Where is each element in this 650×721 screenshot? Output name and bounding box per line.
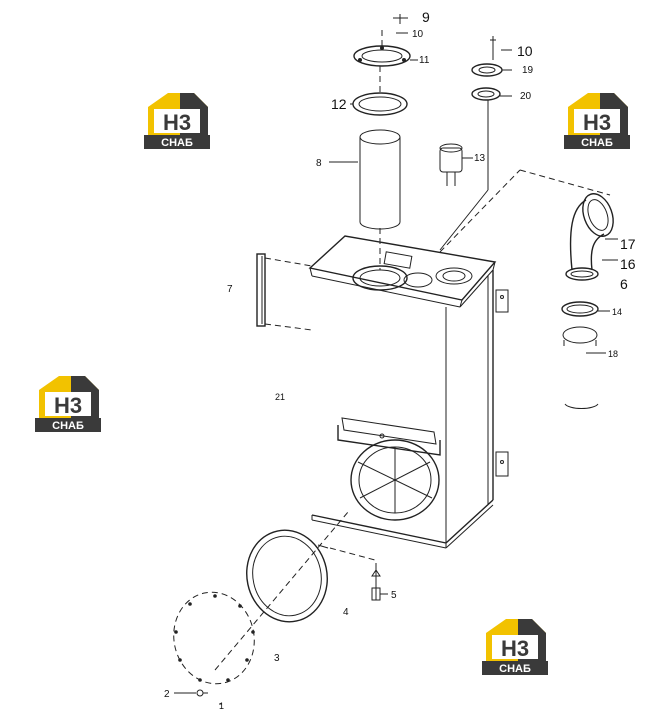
svg-text:СНАБ: СНАБ: [52, 420, 84, 432]
axis-line-right: [439, 169, 521, 253]
callout-8: 8: [316, 158, 322, 169]
callout-13: 13: [474, 153, 486, 164]
callout-11: 11: [419, 55, 430, 66]
front-access-port: [337, 417, 441, 521]
callout-3: 3: [274, 653, 280, 664]
svg-text:H3: H3: [163, 110, 191, 135]
part-5-drain-plug: [371, 563, 388, 601]
callout-12: 12: [331, 96, 347, 112]
part-8-filter-element: [329, 129, 401, 270]
part-3-cover-plate: [173, 591, 255, 685]
callout-17: 17: [620, 236, 636, 252]
callout-10-right: 10: [517, 43, 533, 59]
part-20-breather-gasket: [439, 87, 512, 251]
part-17-elbow-pipe: [569, 193, 618, 271]
callout-21: 21: [275, 392, 285, 402]
callout-2: 2: [164, 689, 170, 700]
callout-16: 16: [620, 256, 636, 272]
part-12-gasket: [350, 92, 408, 116]
part-6-clamp: [565, 267, 599, 281]
callout-10-top: 10: [412, 29, 424, 40]
callout-7: 7: [227, 284, 233, 295]
port-flange: [350, 439, 440, 521]
side-bracket-upper: [495, 289, 509, 313]
part-4-gasket: [246, 529, 328, 623]
tank-body: [308, 235, 509, 549]
svg-text:СНАБ: СНАБ: [581, 137, 613, 149]
callout-19: 19: [522, 65, 534, 76]
part-1-2-bolts: [174, 689, 222, 705]
top-opening-main: [352, 265, 408, 291]
callout-14: 14: [612, 307, 622, 317]
part-19-breather-cap: [471, 36, 512, 77]
axis-line-port: [329, 547, 376, 561]
callout-20: 20: [520, 91, 532, 102]
part-18-pipe-ring: [562, 326, 606, 410]
part-13-level-gauge: [439, 143, 473, 186]
callout-18: 18: [608, 349, 618, 359]
callout-5: 5: [391, 590, 397, 601]
side-bracket-lower: [495, 451, 509, 477]
part-9-bolt: [381, 14, 408, 46]
tank-top-plate: [308, 235, 497, 301]
part-7-side-plate: [256, 253, 313, 331]
svg-text:H3: H3: [54, 393, 82, 418]
callout-6: 6: [620, 276, 628, 292]
part-14-gasket: [561, 301, 610, 317]
svg-text:H3: H3: [501, 636, 529, 661]
callout-1: 1: [219, 701, 224, 711]
svg-text:H3: H3: [583, 110, 611, 135]
svg-text:СНАБ: СНАБ: [499, 663, 531, 675]
top-opening-filler: [435, 267, 473, 285]
callout-4: 4: [343, 607, 349, 618]
callout-9: 9: [422, 9, 430, 25]
svg-text:СНАБ: СНАБ: [161, 137, 193, 149]
part-11-cover: [353, 45, 418, 67]
